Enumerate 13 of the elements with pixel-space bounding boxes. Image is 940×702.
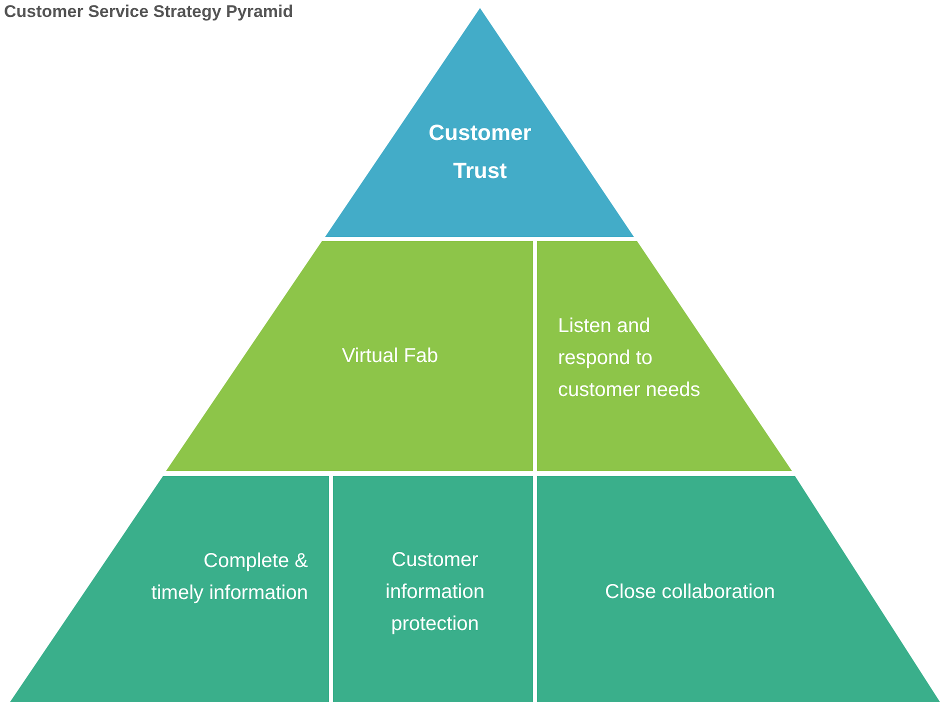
pyramid-apex-triangle bbox=[325, 8, 634, 237]
diagram-title: Customer Service Strategy Pyramid bbox=[4, 2, 294, 22]
pyramid-tier-segment bbox=[10, 476, 329, 702]
tier-label: Customer information protection bbox=[384, 548, 486, 637]
pyramid-tier-segment bbox=[537, 476, 940, 702]
tier-label: Customer Trust bbox=[428, 119, 532, 185]
tier-label: Complete & timely information bbox=[150, 549, 308, 606]
tier-label: Close collaboration bbox=[604, 580, 776, 605]
tier-label: Virtual Fab bbox=[340, 344, 440, 369]
pyramid-tier-segment bbox=[333, 476, 533, 702]
pyramid-tier-segment bbox=[537, 241, 792, 471]
pyramid-tier-segment bbox=[166, 241, 533, 471]
tier-label: Listen and respond to customer needs bbox=[558, 314, 702, 403]
